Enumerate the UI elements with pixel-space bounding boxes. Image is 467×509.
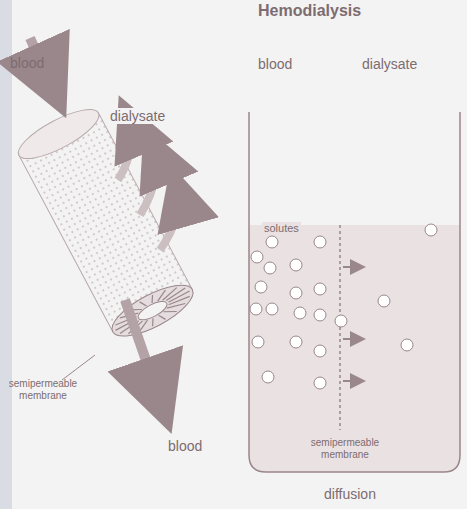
- solute-particle: [290, 287, 302, 299]
- part-label: solutes: [262, 222, 301, 235]
- solute-particle: [294, 307, 306, 319]
- compartment-label: dialysate: [362, 56, 417, 72]
- flow-label: dialysate: [108, 108, 167, 124]
- solute-particle: [251, 251, 263, 263]
- beaker: [249, 112, 460, 472]
- solute-particle: [335, 315, 347, 327]
- membrane-line: [339, 225, 341, 430]
- solute-particle: [290, 259, 302, 271]
- flow-label: blood: [168, 438, 202, 454]
- solute-particle: [401, 339, 413, 351]
- solute-particle: [266, 303, 278, 315]
- solute-particle: [255, 281, 267, 293]
- part-label: semipermeable membrane: [2, 378, 84, 401]
- solute-particle: [290, 336, 302, 348]
- solute-particle: [266, 236, 278, 248]
- flow-label: blood: [10, 55, 44, 71]
- diagram-title: Hemodialysis: [258, 2, 361, 20]
- solute-particle: [425, 224, 437, 236]
- caption: diffusion: [324, 486, 376, 502]
- blood-out-arrow: [125, 300, 165, 415]
- dialyzer-cartridge: [12, 101, 199, 346]
- solute-particle: [314, 283, 326, 295]
- solute-particle: [262, 371, 274, 383]
- leader-line: [62, 355, 95, 380]
- solute-particle: [314, 377, 326, 389]
- solute-particle: [264, 262, 276, 274]
- solute-particle: [252, 336, 264, 348]
- part-label: semipermeable membrane: [295, 437, 395, 460]
- solute-particle: [250, 303, 262, 315]
- dialysate-arrows: [118, 110, 178, 250]
- solute-particle: [314, 345, 326, 357]
- solute-particle: [314, 309, 326, 321]
- compartment-label: blood: [258, 56, 292, 72]
- solute-particle: [378, 295, 390, 307]
- solute-particle: [314, 236, 326, 248]
